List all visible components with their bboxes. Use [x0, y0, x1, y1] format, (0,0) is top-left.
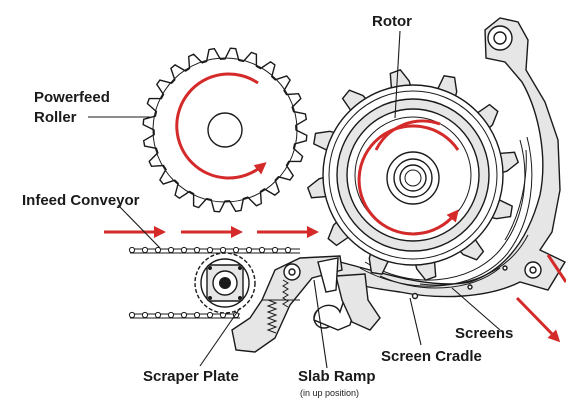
chain-link	[141, 246, 149, 254]
infeed-conveyor	[128, 246, 300, 319]
screen-cradle-frame	[328, 17, 566, 300]
chain-link	[232, 246, 240, 254]
chain-link	[206, 311, 214, 319]
chain-link	[206, 246, 214, 254]
screens-arcs	[359, 136, 533, 289]
chain-link	[167, 246, 175, 254]
label-powerfeed-line1: Powerfeed	[34, 89, 110, 106]
chain-link	[193, 246, 201, 254]
chain-link	[271, 246, 279, 254]
discharge-arrow-1	[546, 254, 566, 283]
flow-arrows	[104, 72, 566, 343]
label-scraper-plate: Scraper Plate	[143, 368, 239, 385]
chain-link	[141, 311, 149, 319]
chain-link	[180, 311, 188, 319]
chain-link	[193, 311, 201, 319]
chain-link	[258, 246, 266, 254]
label-powerfeed-line2: Roller	[34, 109, 77, 126]
leader-lines	[88, 30, 501, 369]
scraper-assembly	[231, 255, 381, 353]
label-rotor: Rotor	[372, 13, 412, 30]
chain-link	[245, 246, 253, 254]
rotor	[306, 68, 520, 282]
label-screen-cradle: Screen Cradle	[381, 348, 482, 365]
discharge-arrow-2	[515, 296, 561, 343]
conveyor-chain-links	[128, 246, 292, 319]
chain-link	[128, 246, 136, 254]
label-infeed-conveyor: Infeed Conveyor	[22, 192, 140, 209]
rotor-rotation-arrow	[357, 124, 460, 236]
chain-link	[154, 311, 162, 319]
roller-rotation-arrow	[175, 72, 267, 180]
label-slab-ramp-note: (in up position)	[300, 388, 359, 398]
label-slab-ramp: Slab Ramp	[298, 368, 376, 385]
chain-link	[284, 246, 292, 254]
chain-link	[154, 246, 162, 254]
chain-link	[167, 311, 175, 319]
chain-link	[180, 246, 188, 254]
chain-link	[128, 311, 136, 319]
conveyor-sprocket	[194, 252, 256, 314]
chain-link	[219, 246, 227, 254]
rotor-rotation-arrow-inner	[374, 119, 441, 151]
label-screens: Screens	[455, 325, 513, 342]
